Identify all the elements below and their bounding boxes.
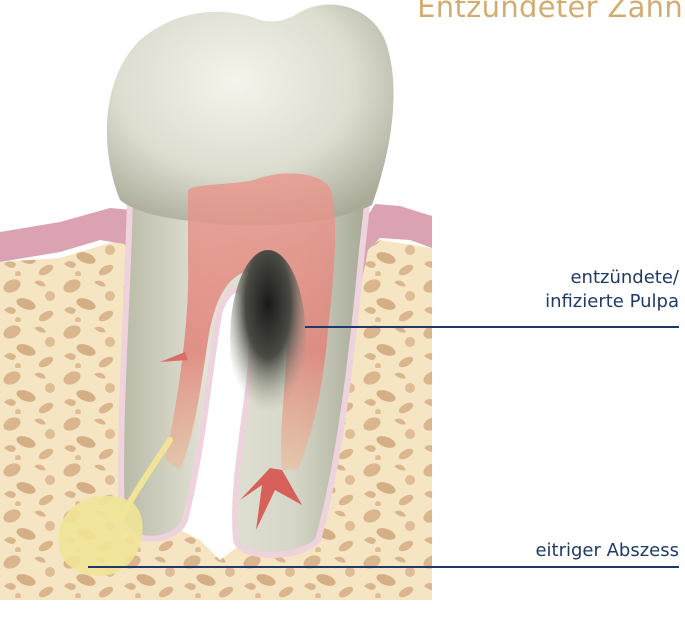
label-abscess: eitriger Abszess (535, 539, 679, 563)
label-abszess-text: eitriger Abszess (535, 539, 679, 563)
label-pulpa-line1: entzündete/ (545, 266, 679, 290)
pulp-cavity-shadow (230, 250, 306, 430)
label-pulpa-line2: infizierte Pulpa (545, 290, 679, 314)
label-inflamed-pulp: entzündete/ infizierte Pulpa (545, 266, 679, 314)
diagram-title: Entzündeter Zahn (417, 0, 683, 24)
